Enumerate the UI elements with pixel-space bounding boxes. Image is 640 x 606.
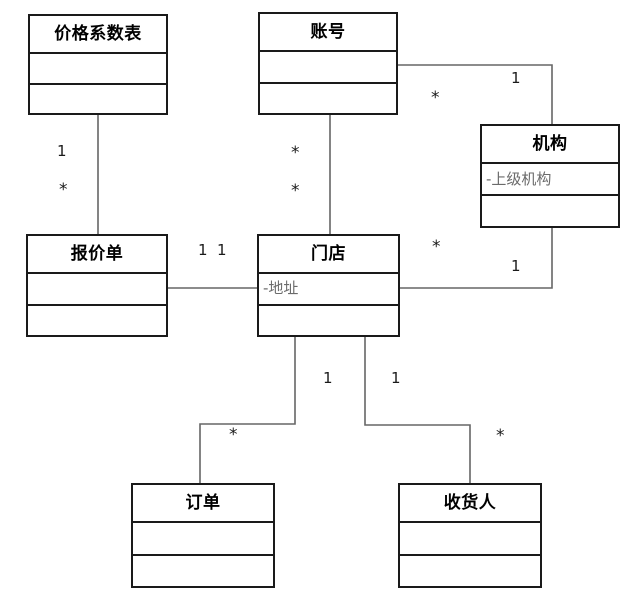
- multiplicity-label-store-to-organization-0: *: [432, 237, 441, 257]
- multiplicity-label-store-to-consignee-0: 1: [391, 369, 401, 387]
- multiplicity-label-store-to-order-0: 1: [323, 369, 333, 387]
- class-operations-order: [133, 556, 273, 587]
- class-box-order[interactable]: 订单: [131, 483, 275, 588]
- class-box-account[interactable]: 账号: [258, 12, 398, 115]
- association-store-to-organization: [400, 228, 553, 289]
- class-operations-account: [260, 84, 396, 114]
- association-account-to-organization: [398, 64, 553, 124]
- association-store-to-order: [199, 337, 296, 483]
- class-attributes-store: -地址: [259, 274, 398, 306]
- multiplicity-label-account-to-store-0: *: [291, 143, 300, 163]
- class-attributes-organization: -上级机构: [482, 164, 618, 196]
- multiplicity-label-account-to-store-1: *: [291, 181, 300, 201]
- class-attributes-order: [133, 523, 273, 556]
- class-box-store[interactable]: 门店 -地址: [257, 234, 400, 337]
- class-name-price-coefficient-table: 价格系数表: [30, 16, 166, 54]
- multiplicity-label-store-to-organization-1: 1: [511, 257, 521, 275]
- class-operations-price-coefficient-table: [30, 85, 166, 114]
- multiplicity-label-price-to-quotation-0: 1: [57, 142, 67, 160]
- multiplicity-label-quotation-to-store-1: 1: [217, 241, 227, 259]
- class-attributes-quotation: [28, 274, 166, 306]
- class-operations-organization: [482, 196, 618, 226]
- class-name-quotation: 报价单: [28, 236, 166, 274]
- class-operations-quotation: [28, 306, 166, 336]
- class-name-order: 订单: [133, 485, 273, 523]
- class-name-organization: 机构: [482, 126, 618, 164]
- class-box-quotation[interactable]: 报价单: [26, 234, 168, 337]
- multiplicity-label-price-to-quotation-1: *: [59, 180, 68, 200]
- multiplicity-label-account-to-organization-1: 1: [511, 69, 521, 87]
- class-box-consignee[interactable]: 收货人: [398, 483, 542, 588]
- class-box-price-coefficient-table[interactable]: 价格系数表: [28, 14, 168, 115]
- class-operations-store: [259, 306, 398, 336]
- class-box-organization[interactable]: 机构 -上级机构: [480, 124, 620, 228]
- multiplicity-label-quotation-to-store-0: 1: [198, 241, 208, 259]
- class-attributes-consignee: [400, 523, 540, 556]
- multiplicity-label-store-to-order-1: *: [229, 425, 238, 445]
- class-attributes-price-coefficient-table: [30, 54, 166, 85]
- multiplicity-label-account-to-organization-0: *: [431, 88, 440, 108]
- association-store-to-consignee: [364, 337, 471, 483]
- class-attributes-account: [260, 52, 396, 84]
- class-name-account: 账号: [260, 14, 396, 52]
- class-name-store: 门店: [259, 236, 398, 274]
- class-operations-consignee: [400, 556, 540, 587]
- class-name-consignee: 收货人: [400, 485, 540, 523]
- multiplicity-label-store-to-consignee-1: *: [496, 426, 505, 446]
